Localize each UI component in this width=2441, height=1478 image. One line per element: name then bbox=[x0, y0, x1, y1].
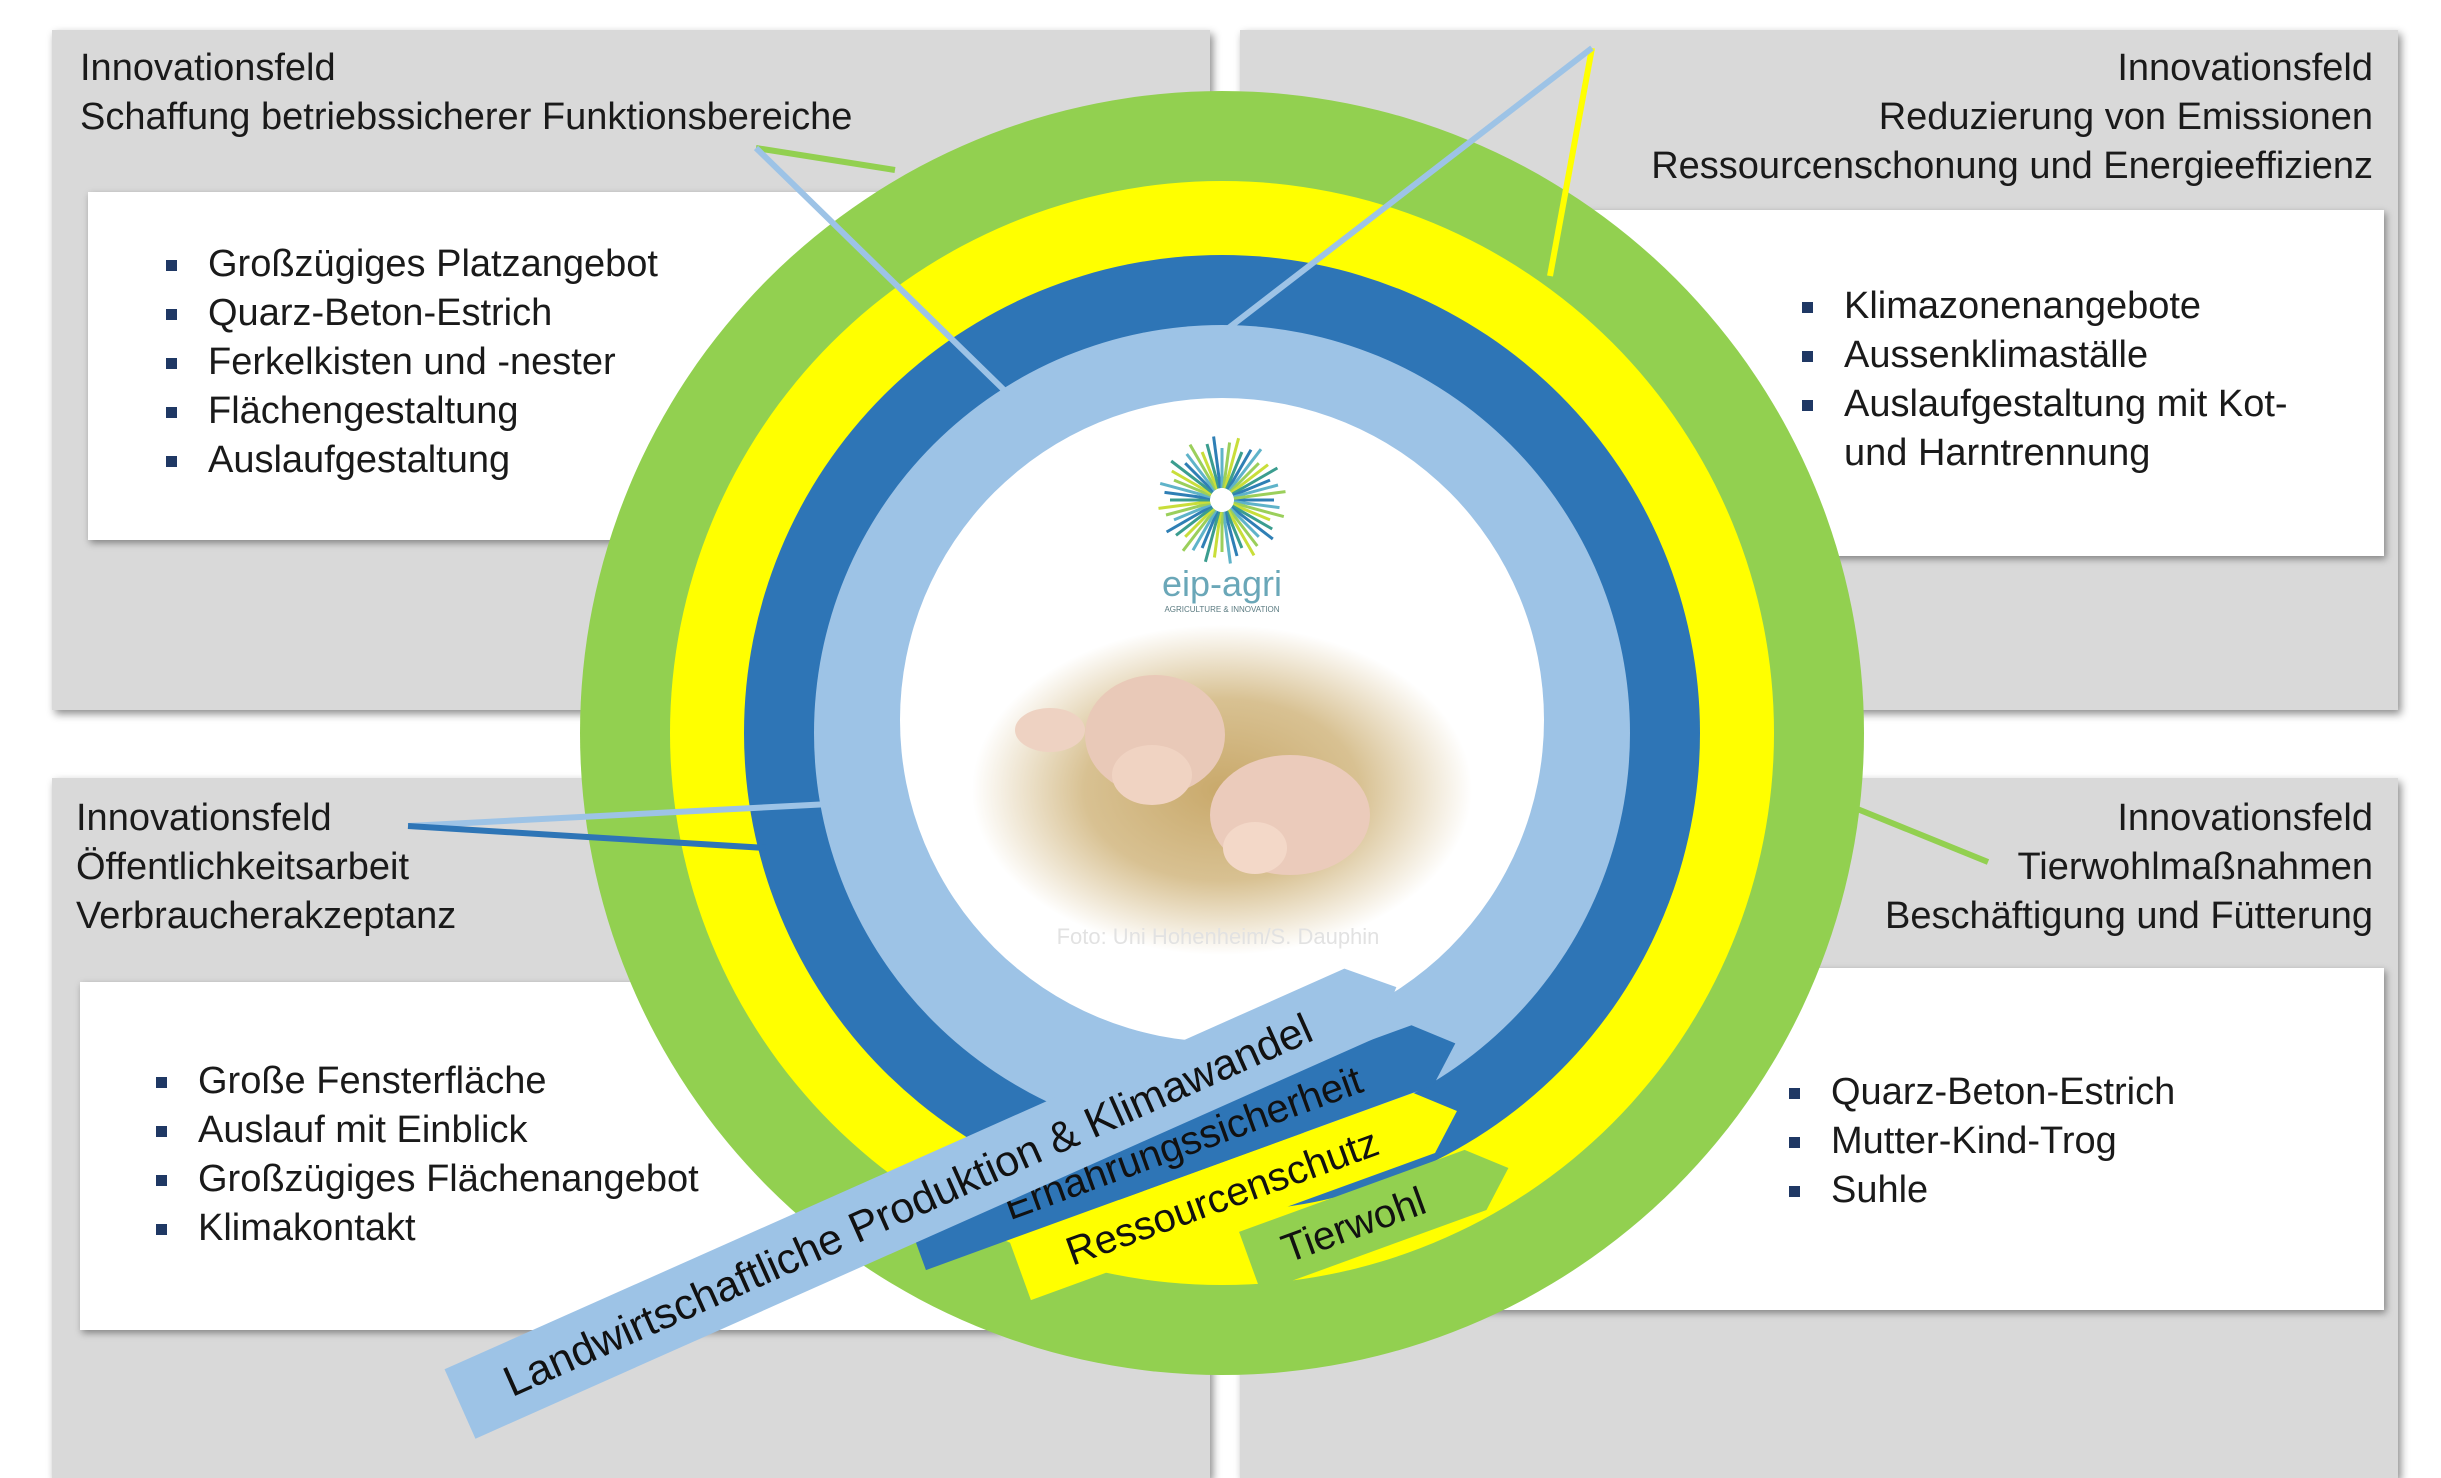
logo-ray bbox=[1188, 443, 1218, 491]
list-item: Auslaufgestaltung bbox=[166, 436, 658, 485]
measures-list: Klimazonenangebote Aussenklimaställe Aus… bbox=[1802, 282, 2288, 478]
logo-ray bbox=[1225, 510, 1244, 549]
measures-list: Quarz-Beton-Estrich Mutter-Kind-Trog Suh… bbox=[1789, 1068, 2175, 1215]
field-title-line: Innovationsfeld bbox=[76, 797, 332, 839]
list-item: und Harntrennung bbox=[1844, 432, 2151, 474]
list-item: Quarz-Beton-Estrich bbox=[166, 289, 658, 338]
logo-ray bbox=[1233, 501, 1285, 519]
field-title-line: Ressourcenschonung und Energieeffizienz bbox=[1651, 145, 2373, 187]
logo-ray bbox=[1226, 449, 1253, 491]
logo-ray bbox=[1184, 462, 1215, 493]
logo-ray bbox=[1228, 508, 1259, 547]
logo-ray bbox=[1203, 511, 1221, 563]
logo-ray bbox=[1232, 503, 1271, 522]
logo-ray bbox=[1170, 459, 1214, 494]
logo-ray bbox=[1231, 466, 1279, 496]
list-item: Großzügiges Platzangebot bbox=[166, 240, 658, 289]
field-title-line: Innovationsfeld bbox=[80, 47, 336, 89]
connector-bottom-left bbox=[407, 801, 831, 851]
field-title-line: Öffentlichkeitsarbeit bbox=[76, 846, 410, 888]
field-title-line: Verbraucherakzeptanz bbox=[76, 895, 457, 937]
measures-list: Große Fensterfläche Auslauf mit Einblick… bbox=[156, 1057, 699, 1253]
field-title-line: Innovationsfeld bbox=[2117, 47, 2373, 89]
list-item: Quarz-Beton-Estrich bbox=[1789, 1068, 2175, 1117]
list-item: Suhle bbox=[1789, 1166, 2175, 1215]
field-title-line: Reduzierung von Emissionen bbox=[1878, 96, 2373, 138]
photo-credit: Foto: Uni Hohenheim/S. Dauphin bbox=[1057, 924, 1380, 949]
logo-ray bbox=[1158, 500, 1211, 510]
logo-ray bbox=[1200, 451, 1219, 490]
list-item: Auslauf mit Einblick bbox=[156, 1106, 699, 1155]
field-title-line: Innovationsfeld bbox=[2117, 797, 2373, 839]
field-title-line: Tierwohlmaßnahmen bbox=[2017, 846, 2373, 888]
logo-ray bbox=[1222, 442, 1232, 489]
logo-ray bbox=[1230, 463, 1269, 494]
connector-top-right bbox=[1224, 45, 1595, 333]
logo-ray bbox=[1164, 490, 1211, 500]
list-item: Flächengestaltung bbox=[166, 387, 658, 436]
list-item: Auslaufgestaltung mit Kot- bbox=[1802, 380, 2288, 429]
logo-text: eip-agri bbox=[1162, 563, 1282, 604]
connector-bottom-right bbox=[1848, 803, 1990, 865]
logo-subtext: AGRICULTURE & INNOVATION bbox=[1164, 605, 1279, 614]
logo-ray bbox=[1200, 510, 1219, 549]
logo-ray bbox=[1233, 483, 1279, 499]
logo-ray bbox=[1223, 511, 1239, 557]
logo-ray bbox=[1159, 481, 1211, 499]
connector-top-left bbox=[753, 145, 1007, 393]
logo-ray bbox=[1185, 453, 1216, 492]
logo-ray bbox=[1165, 504, 1213, 534]
logo-ray bbox=[1191, 509, 1218, 551]
list-item: Mutter-Kind-Trog bbox=[1789, 1117, 2175, 1166]
logo-ray bbox=[1225, 451, 1244, 490]
list-item: Großzügiges Flächenangebot bbox=[156, 1155, 699, 1204]
field-title-bottom-left: Innovationsfeld Öffentlichkeitsarbeit Ve… bbox=[76, 794, 456, 941]
field-title-bottom-right: Innovationsfeld Tierwohlmaßnahmen Beschä… bbox=[1885, 794, 2373, 941]
list-item: Aussenklimaställe bbox=[1802, 331, 2288, 380]
list-item: Große Fensterfläche bbox=[156, 1057, 699, 1106]
logo-ray bbox=[1173, 478, 1212, 497]
logo-ray bbox=[1205, 443, 1221, 489]
logo-ray bbox=[1175, 506, 1214, 537]
logo-ray bbox=[1181, 508, 1216, 552]
list-item: Klimakontakt bbox=[156, 1204, 699, 1253]
eip-agri-logo-icon bbox=[1158, 436, 1286, 564]
logo-ray bbox=[1231, 504, 1273, 531]
logo-ray bbox=[1222, 511, 1232, 564]
field-title-top-left: Innovationsfeld Schaffung betriebssicher… bbox=[80, 44, 852, 142]
logo-ray bbox=[1230, 506, 1274, 541]
logo-ray bbox=[1226, 509, 1256, 557]
field-title-top-right: Innovationsfeld Reduzierung von Emission… bbox=[1651, 44, 2373, 191]
measures-list: Großzügiges Platzangebot Quarz-Beton-Est… bbox=[166, 240, 658, 485]
logo-ray bbox=[1212, 511, 1222, 558]
field-title-line: Beschäftigung und Fütterung bbox=[1884, 895, 2373, 937]
arrow-tierwohl: Tierwohl bbox=[1239, 1149, 1509, 1293]
field-title-line: Schaffung betriebssicherer Funktionsbere… bbox=[80, 96, 853, 138]
logo-ray bbox=[1233, 490, 1286, 500]
logo-ray bbox=[1184, 507, 1215, 538]
logo-ray bbox=[1173, 503, 1212, 522]
logo-ray bbox=[1232, 478, 1271, 497]
logo-ray bbox=[1229, 507, 1260, 538]
logo-ray bbox=[1171, 469, 1213, 496]
logo-ray bbox=[1233, 500, 1280, 510]
logo-ray bbox=[1212, 436, 1222, 489]
pig-photo bbox=[972, 625, 1472, 955]
logo-ray bbox=[1223, 437, 1241, 489]
logo-ray bbox=[1228, 448, 1263, 492]
list-item: Klimazonenangebote bbox=[1802, 282, 2288, 331]
logo-ray bbox=[1229, 462, 1260, 493]
list-item: Ferkelkisten und -nester bbox=[166, 338, 658, 387]
logo-ray bbox=[1165, 501, 1211, 517]
